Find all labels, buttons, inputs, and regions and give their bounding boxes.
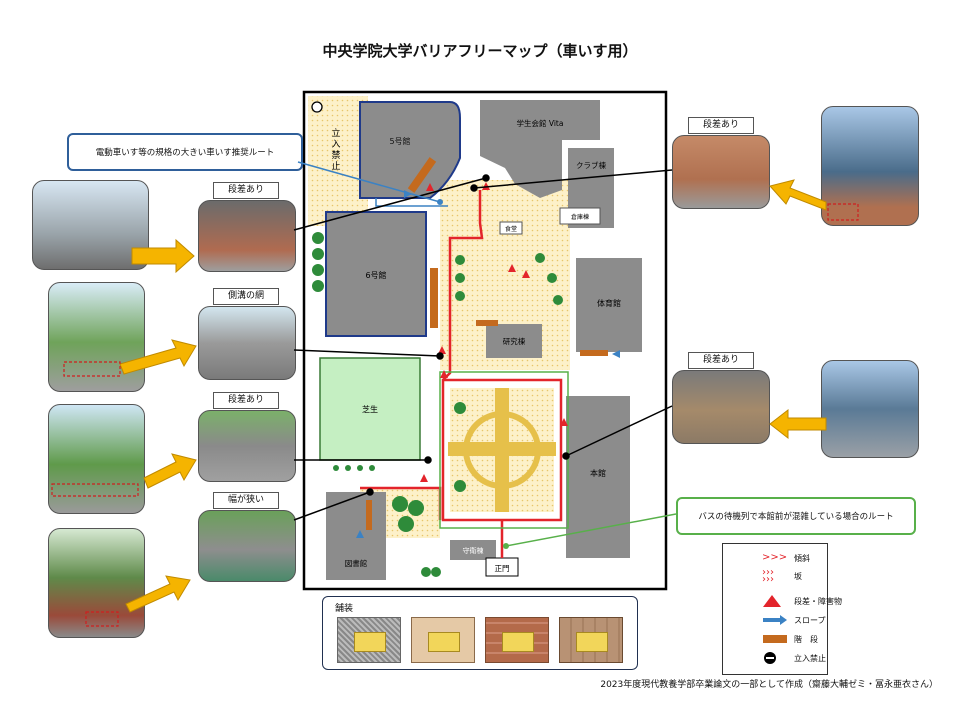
caption-step-right-2: 段差あり <box>688 352 754 369</box>
paving-legend: 舗装 <box>322 596 638 670</box>
building-club-label: クラブ棟 <box>576 160 606 170</box>
callout-bus-route: バスの待機列で本館前が混雑している場合のルート <box>676 497 916 535</box>
building-vita <box>480 100 600 198</box>
building-storage <box>559 207 601 225</box>
paving-swatch-stone <box>337 617 401 663</box>
caption-step-right-1: 段差あり <box>688 117 754 134</box>
building-lab-label: 研究棟 <box>503 336 526 346</box>
obstacle-icon <box>762 594 788 608</box>
obstacle-markers <box>420 182 568 482</box>
no-entry-char: 禁 <box>331 150 340 161</box>
photo-building-entrance <box>32 180 149 270</box>
building-guard-label: 守衛棟 <box>463 546 484 555</box>
paving-legend-title: 舗装 <box>335 604 354 614</box>
photo-step-1 <box>198 200 296 272</box>
ramp-icon <box>762 613 788 627</box>
caption-drain-grate: 側溝の網 <box>213 288 279 305</box>
callout-large-wheelchair: 電動車いす等の規格の大きい車いす推奨ルート <box>67 133 303 171</box>
photo-library-path <box>48 528 145 638</box>
building-6 <box>325 211 427 337</box>
no-entry-char: 入 <box>331 139 340 150</box>
stairs <box>476 320 498 326</box>
route-bus-alt <box>439 371 569 529</box>
no-entry-char: 立 <box>331 127 340 139</box>
no-entry-icon <box>311 101 323 113</box>
symbol-legend <box>722 543 828 675</box>
caption-step-1: 段差あり <box>213 182 279 199</box>
paving-swatch-block <box>559 617 623 663</box>
legend-slope: ›››››› 坂 <box>762 567 802 585</box>
building-library-label: 図書館 <box>345 558 368 568</box>
building-dining <box>499 221 523 235</box>
paving-swatch-tile <box>411 617 475 663</box>
slope-icon: ›››››› <box>762 567 774 585</box>
legend-stairs: 階 段 <box>762 632 818 646</box>
stairs <box>430 268 438 328</box>
grass-label: 芝生 <box>362 404 378 414</box>
photo-honkan-front <box>821 360 919 458</box>
plaza-cross-v <box>495 388 509 512</box>
grass-field <box>319 357 421 461</box>
blue-leader <box>297 161 441 203</box>
building-gym <box>576 258 642 352</box>
green-leader-dot <box>503 543 509 549</box>
green-leader <box>505 513 677 547</box>
building-honkan-label: 本館 <box>590 468 606 478</box>
campus-map: 5号館 立入禁止 学生会館 Vita クラブ棟 倉庫棟 6号館 食堂 体育館 研… <box>302 90 668 591</box>
building-gym-label: 体育館 <box>597 298 621 308</box>
stairs <box>366 500 372 530</box>
route-large-wheelchair <box>375 198 448 207</box>
photo-glass-building <box>821 106 919 226</box>
caption-narrow: 幅が狭い <box>213 492 279 509</box>
legend-no-entry: 立入禁止 <box>762 651 826 665</box>
no-entry-text: 立入禁止 <box>331 127 340 172</box>
building-6-label: 6号館 <box>365 270 386 280</box>
building-vita-label: 学生会館 Vita <box>517 118 564 128</box>
yellow-arrows <box>119 179 827 613</box>
building-honkan <box>566 396 630 558</box>
main-gate-label: 正門 <box>495 564 510 573</box>
red-markers <box>51 203 859 627</box>
legend-ramp: スロープ <box>762 613 826 627</box>
building-dining-label: 食堂 <box>505 225 517 233</box>
building-5-label: 5号館 <box>389 136 410 146</box>
photo-path-trees <box>48 282 145 392</box>
photo-narrow <box>198 510 296 582</box>
blue-leader-dot <box>437 199 443 205</box>
incline-icon: >>> <box>762 552 788 563</box>
building-library <box>326 492 386 580</box>
paving-swatch-brick <box>485 617 549 663</box>
stairs <box>407 157 437 193</box>
building-guard <box>450 540 496 560</box>
credit-text: 2023年度現代教養学部卒業論文の一部として作成（齋藤大輔ゼミ・冨永亜衣さん） <box>600 680 938 690</box>
building-5 <box>359 101 461 199</box>
photo-drain-grate <box>198 306 296 380</box>
caption-step-2: 段差あり <box>213 392 279 409</box>
building-storage-label: 倉庫棟 <box>571 213 589 221</box>
route-main <box>442 190 484 381</box>
stairs-icon <box>762 632 788 646</box>
leader-lines <box>293 169 673 521</box>
legend-step-obstacle: 段差・障害物 <box>762 594 842 608</box>
paving-area <box>308 96 368 226</box>
legend-incline: >>> 傾斜 <box>762 552 810 563</box>
building-lab <box>486 324 542 358</box>
photo-step-right-1 <box>672 135 770 209</box>
no-entry-icon <box>762 651 788 665</box>
stairs <box>580 350 608 356</box>
trees <box>312 232 563 577</box>
page-title: 中央学院大学バリアフリーマップ（車いす用） <box>322 42 638 60</box>
no-entry-char: 止 <box>331 160 340 172</box>
photo-step-right-2 <box>672 370 770 444</box>
photo-step-2 <box>198 410 296 482</box>
